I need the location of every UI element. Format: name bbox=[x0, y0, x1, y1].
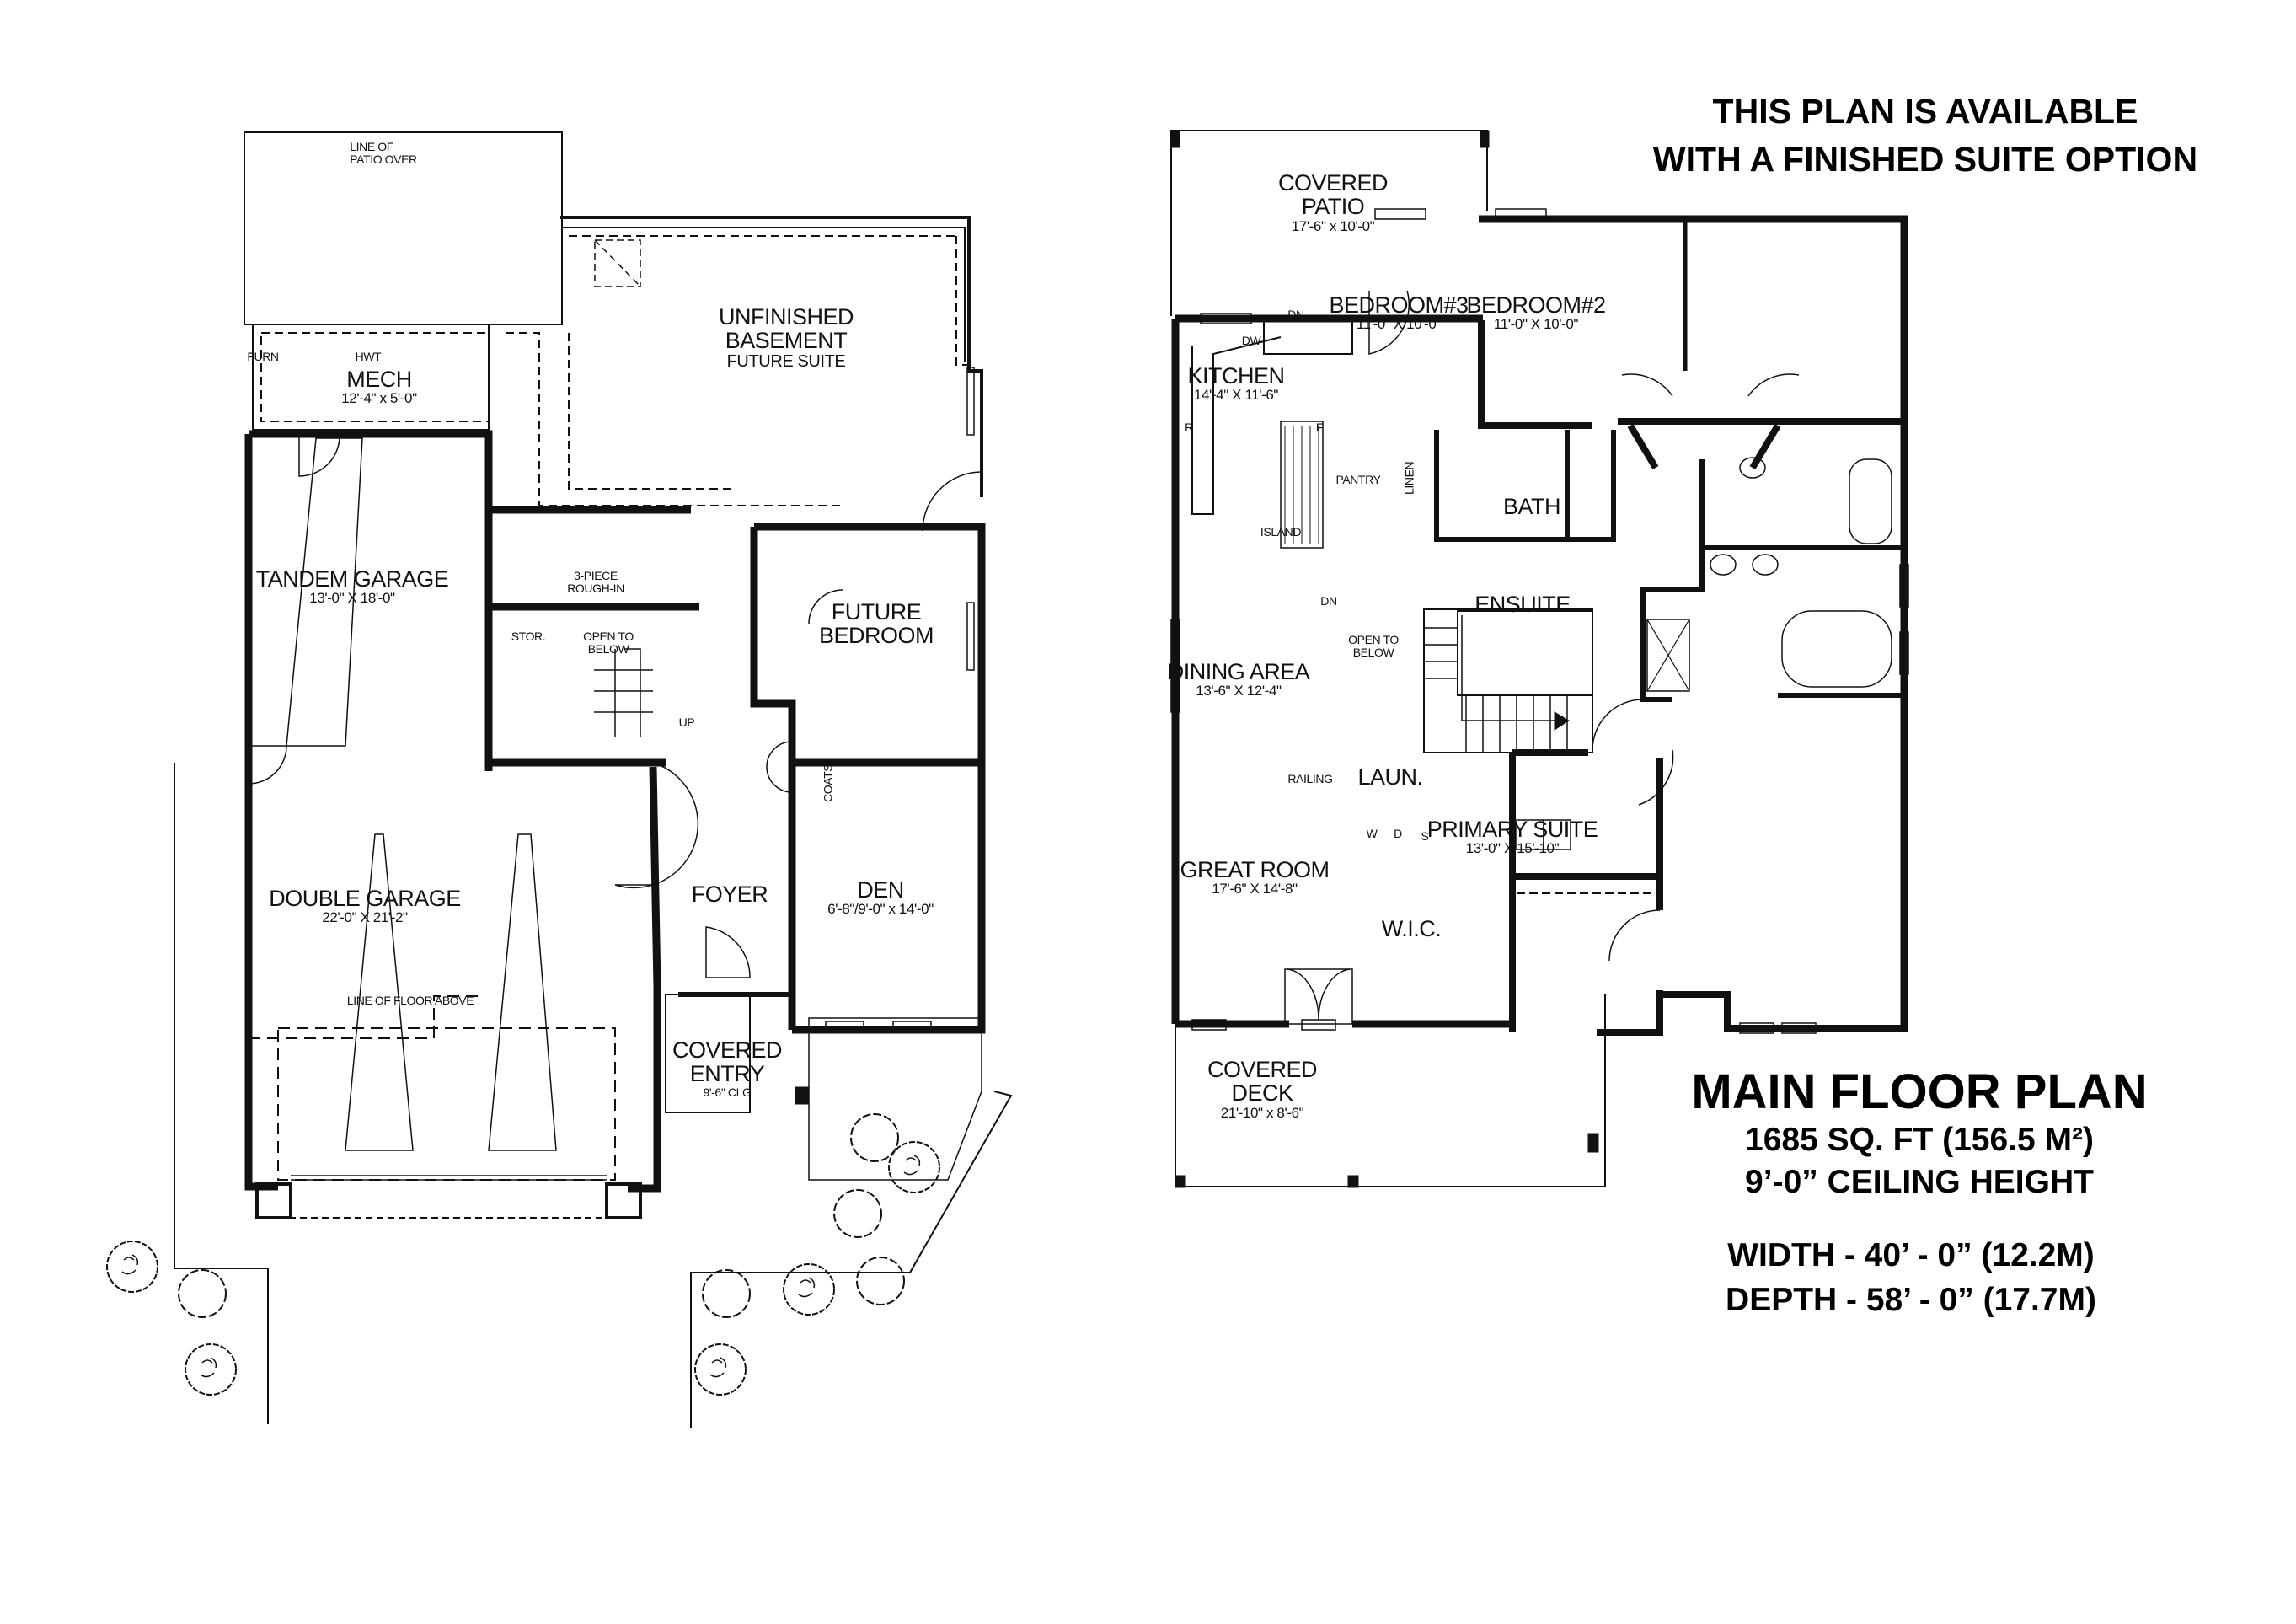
open-to-below-lower: OPEN TO BELOW bbox=[583, 630, 634, 656]
dishwasher-label: DW bbox=[1241, 334, 1261, 347]
open-to-below-main: OPEN TO BELOW bbox=[1348, 633, 1399, 659]
notice-line-1: THIS PLAN IS AVAILABLE bbox=[1712, 92, 2138, 131]
floor-above-note: LINE OF FLOOR ABOVE bbox=[346, 994, 474, 1007]
room-bedroom-2: BEDROOM#2 11'-0" X 10'-0" bbox=[1466, 292, 1606, 333]
suite-option-notice: THIS PLAN IS AVAILABLE WITH A FINISHED S… bbox=[1653, 88, 2197, 184]
patio-over-note: LINE OF PATIO OVER bbox=[350, 140, 417, 166]
room-walk-in-closet: W.I.C. bbox=[1381, 916, 1442, 941]
room-bedroom-3: BEDROOM#3 11'-0" X 10'-0" bbox=[1329, 292, 1469, 333]
sink-label: S bbox=[1421, 829, 1429, 843]
room-foyer: FOYER bbox=[691, 882, 768, 907]
room-covered-patio: COVERED PATIO 17'-6" x 10'-0" bbox=[1277, 170, 1389, 234]
storage-label: STOR. bbox=[511, 630, 546, 643]
rough-in-note: 3-PIECE ROUGH-IN bbox=[567, 569, 624, 595]
plan-area: 1685 SQ. FT (156.5 M²) bbox=[1745, 1122, 2094, 1158]
room-double-garage: DOUBLE GARAGE 22'-0" X 21'-2" bbox=[269, 886, 461, 926]
coats-closet-label: COATS bbox=[821, 764, 835, 802]
room-covered-entry: COVERED ENTRY 9'-6" CLG bbox=[672, 1037, 783, 1099]
stair-down-main-label: DN bbox=[1320, 594, 1337, 608]
railing-label: RAILING bbox=[1287, 772, 1333, 785]
room-tandem-garage: TANDEM GARAGE 13'-0" X 18'-0" bbox=[255, 566, 449, 607]
landscaping-shrubs bbox=[106, 1113, 940, 1396]
room-kitchen: KITCHEN 14'-4" X 11'-6" bbox=[1187, 363, 1285, 404]
fridge-label: R bbox=[1185, 421, 1193, 434]
room-ensuite: ENSUITE bbox=[1474, 592, 1571, 617]
room-covered-deck: COVERED DECK 21'-10" x 8'-6" bbox=[1207, 1057, 1318, 1121]
notice-line-2: WITH A FINISHED SUITE OPTION bbox=[1652, 140, 2198, 179]
pantry-label: PANTRY bbox=[1335, 473, 1381, 486]
stair-up-label: UP bbox=[678, 716, 695, 729]
room-great-room: GREAT ROOM 17'-6" X 14'-8" bbox=[1180, 857, 1330, 898]
stair-down-patio-label: DN bbox=[1287, 308, 1304, 321]
room-unfinished-basement: UNFINISHED BASEMENT FUTURE SUITE bbox=[718, 304, 854, 371]
freezer-label: F bbox=[1315, 421, 1324, 434]
linen-label: LINEN bbox=[1402, 461, 1416, 495]
dryer-label: D bbox=[1394, 827, 1402, 840]
furnace-label: FURN bbox=[247, 350, 279, 363]
room-bath: BATH bbox=[1502, 494, 1561, 519]
ceiling-height: 9’-0” CEILING HEIGHT bbox=[1745, 1164, 2094, 1200]
room-dining-area: DINING AREA 13'-6" X 12'-4" bbox=[1167, 659, 1310, 699]
main-floor-plan bbox=[1170, 130, 1909, 1188]
room-den: DEN 6'-8"/9'-0" x 14'-0" bbox=[827, 877, 934, 918]
plan-title: MAIN FLOOR PLAN bbox=[1691, 1064, 2148, 1119]
plan-width: WIDTH - 40’ - 0” (12.2M) bbox=[1727, 1237, 2095, 1273]
plan-depth: DEPTH - 58’ - 0” (17.7M) bbox=[1726, 1282, 2096, 1318]
island-label: ISLAND bbox=[1260, 525, 1302, 539]
room-laundry: LAUN. bbox=[1357, 764, 1423, 790]
hot-water-tank-label: HWT bbox=[355, 350, 382, 363]
washer-label: W bbox=[1366, 827, 1378, 840]
lower-floor-plan bbox=[174, 131, 1013, 1428]
room-future-bedroom: FUTURE BEDROOM bbox=[818, 599, 934, 649]
room-primary-suite: PRIMARY SUITE 13'-0" X 15'-10" bbox=[1426, 817, 1598, 857]
room-mech: MECH 12'-4" x 5'-0" bbox=[341, 367, 417, 407]
